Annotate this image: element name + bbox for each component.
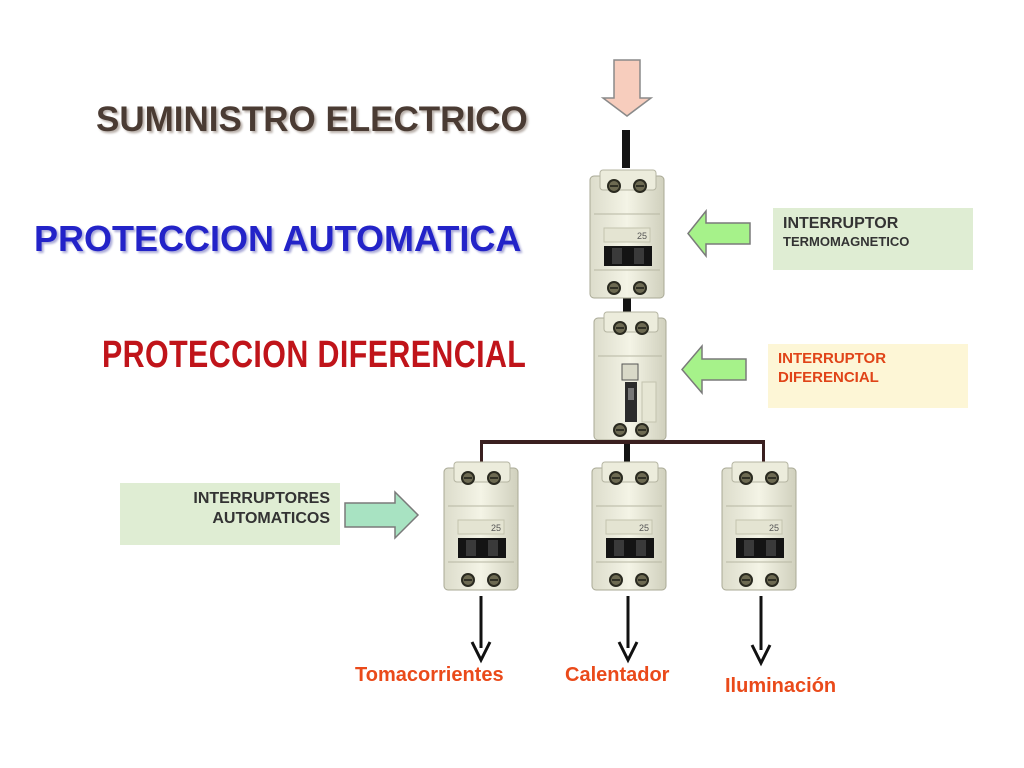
thermomagnetic-callout-line2: TERMOMAGNETICO <box>783 234 910 249</box>
automatic-breakers-arrow-icon <box>344 490 420 540</box>
differential-breaker <box>593 311 667 441</box>
distribution-bus <box>480 440 765 444</box>
thermomagnetic-arrow-icon <box>687 208 751 259</box>
output-label-lighting: Iluminación <box>725 675 837 697</box>
automatic-protection-title: PROTECCION AUTOMATICA <box>34 218 522 259</box>
breaker-outlets <box>444 462 518 590</box>
automatic-breakers-callout-line2: AUTOMATICOS <box>212 510 330 527</box>
differential-protection-title: PROTECCION DIFERENCIAL <box>102 334 527 376</box>
thermomagnetic-breaker <box>590 170 664 298</box>
main-wire-top <box>622 130 630 168</box>
thermomagnetic-callout-line1: INTERRUPTOR <box>783 215 899 232</box>
automatic-breakers-callout: INTERRUPTORES AUTOMATICOS <box>120 483 340 545</box>
supply-title: SUMINISTRO ELECTRICO <box>96 100 528 139</box>
supply-arrow-icon <box>600 59 654 117</box>
main-wire-middle <box>623 298 631 318</box>
output-arrow-heater-icon <box>617 596 639 664</box>
differential-arrow-icon <box>681 343 747 396</box>
output-label-heater: Calentador <box>565 664 670 686</box>
output-arrow-lighting-icon <box>750 596 772 667</box>
main-wire-bottom <box>624 440 630 462</box>
breaker-heater <box>592 462 666 590</box>
automatic-breakers-callout-line1: INTERRUPTORES <box>193 490 330 507</box>
thermomagnetic-callout: INTERRUPTOR TERMOMAGNETICO <box>773 208 973 270</box>
output-label-outlets: Tomacorrientes <box>355 664 504 686</box>
differential-callout-line1: INTERRUPTOR <box>778 350 887 367</box>
differential-callout-line2: DIFERENCIAL <box>778 368 879 386</box>
output-arrow-outlets-icon <box>470 596 492 664</box>
breaker-lighting <box>722 462 796 590</box>
differential-callout: INTERRUPTOR DIFERENCIAL <box>768 344 968 408</box>
